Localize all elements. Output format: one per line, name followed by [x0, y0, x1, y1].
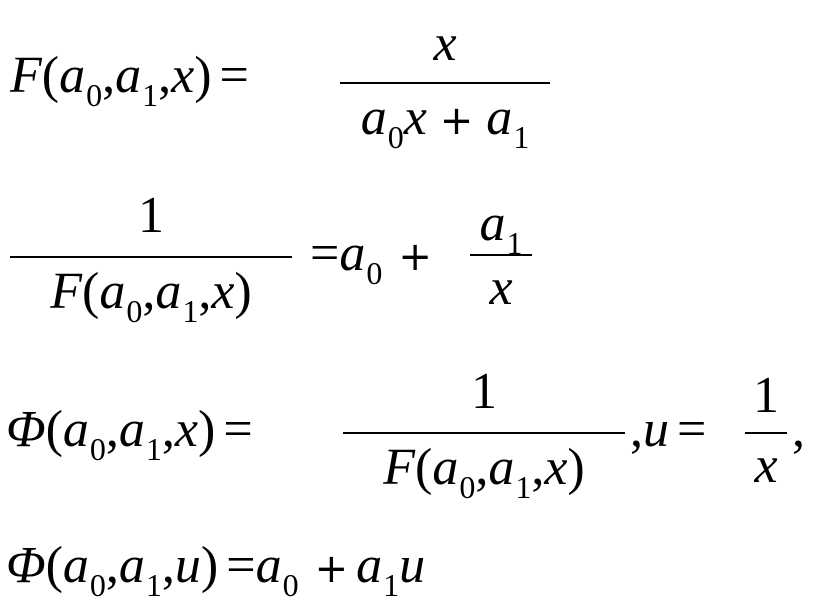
denominator: x [489, 259, 513, 316]
var-a: a [339, 225, 366, 282]
equals-sign: = [223, 401, 253, 458]
function-phi: Φ [6, 401, 46, 458]
fraction-bar [470, 254, 532, 256]
denominator: x [754, 437, 778, 494]
subscript: 0 [86, 77, 103, 113]
var-a: a [59, 47, 86, 104]
subscript: 1 [142, 77, 159, 113]
numerator: 1 [471, 363, 497, 420]
subscript: 0 [366, 255, 383, 291]
numerator: 1 [753, 367, 779, 424]
fraction-bar [10, 256, 292, 258]
fraction-bar [343, 432, 625, 434]
comma: , [102, 47, 116, 104]
equals-sign: = [677, 401, 707, 458]
denominator: F(a0,a1,x) [383, 439, 585, 505]
denominator: F(a0,a1,x) [50, 263, 252, 329]
numerator: 1 [138, 187, 164, 244]
function-f: F [10, 47, 42, 104]
fraction-eq2-rhs: a1 x [470, 198, 532, 314]
numerator: x [433, 15, 457, 72]
numerator: a1 [479, 195, 523, 261]
paren: ) [194, 47, 212, 104]
fraction-eq3: 1 F(a0,a1,x) [343, 363, 625, 505]
equation-2-rhs: =a0 + [310, 225, 432, 290]
equation-4: Φ(a0,a1,u)=a0+a1u [6, 537, 426, 603]
equation-3-trailing-comma: , [792, 401, 805, 458]
comma: , [158, 47, 172, 104]
fraction-eq2-lhs: 1 F(a0,a1,x) [10, 187, 292, 329]
fraction-eq1: x a0x + a1 [340, 15, 550, 155]
equation-3-tail: ,u= [630, 401, 707, 458]
plus-sign: + [314, 546, 349, 592]
fraction-eq3-tail: 1 x [745, 370, 787, 492]
equals-sign: = [226, 537, 256, 594]
fraction-bar [340, 82, 550, 84]
equals-sign: = [310, 225, 340, 282]
function-phi: Φ [6, 537, 46, 594]
var-a: a [115, 47, 142, 104]
plus-sign: + [398, 234, 432, 280]
var-u: u [643, 401, 669, 458]
paren: ( [41, 47, 60, 104]
fraction-bar [745, 432, 787, 434]
equals-sign: = [219, 47, 249, 104]
denominator: a0x + a1 [360, 89, 530, 155]
equation-1: F(a0,a1,x)= [10, 47, 249, 112]
var-x: x [171, 47, 195, 104]
equation-3-lhs: Φ(a0,a1,x)= [6, 401, 253, 467]
